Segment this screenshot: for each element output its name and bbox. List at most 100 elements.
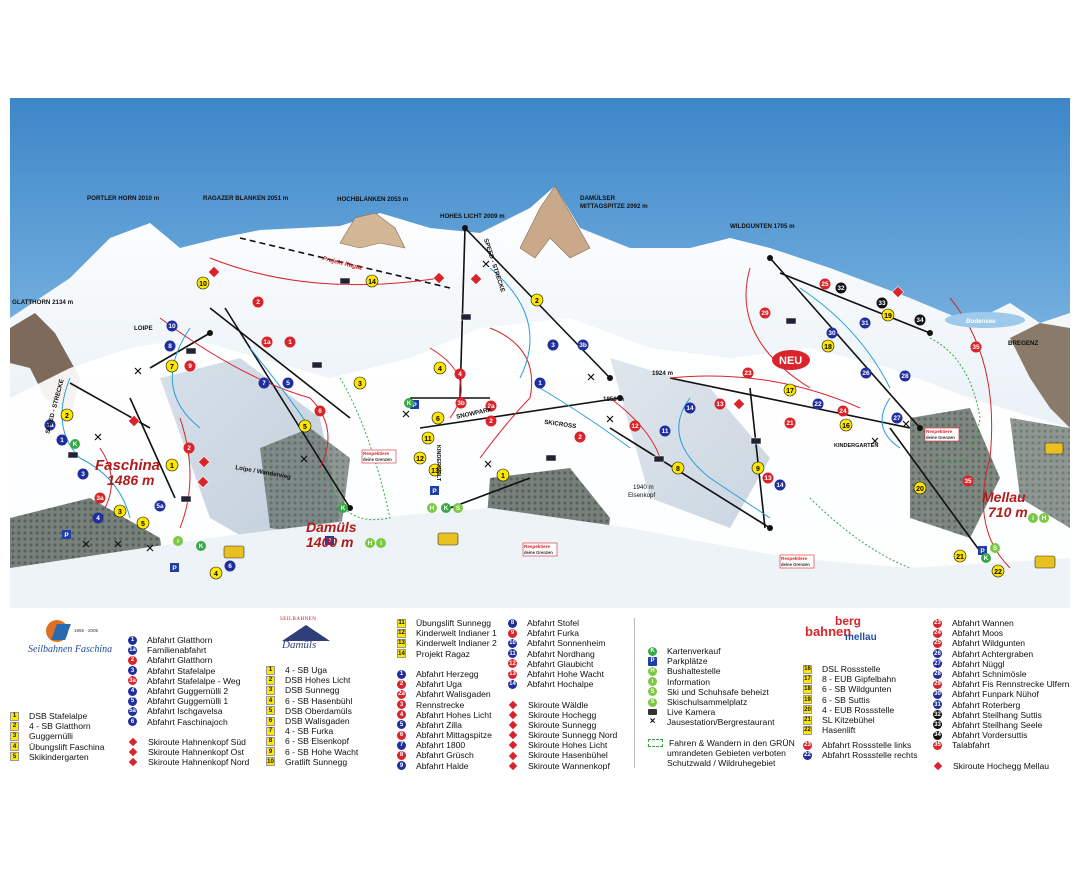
run-marker: 11: [508, 649, 517, 659]
ski-area-panorama-map: 10 14 2 4 3 5 6 11 12 13 1 8 9 18 19 17 …: [10, 98, 1070, 608]
lift-marker: 2: [266, 675, 275, 685]
svg-text:13: 13: [716, 401, 724, 408]
legend-text: 4 - EUB Rossstelle: [822, 704, 895, 715]
legend-text: Übungslift Faschina: [29, 741, 105, 752]
legend-text: Skiroute Sunnegg: [528, 719, 597, 730]
route-diamond: [508, 710, 518, 720]
svg-text:3: 3: [358, 381, 362, 388]
altitude-1940: 1940 m: [633, 484, 654, 491]
lift-marker: 13: [397, 638, 406, 648]
run-marker: 9: [508, 628, 517, 638]
svg-text:K: K: [407, 400, 412, 407]
legend-row: Skiroute Hochegg Mellau: [933, 761, 1070, 771]
legend-text: DSB Stafelalpe: [29, 711, 88, 721]
legend-text: Abfahrt Glaubicht: [527, 658, 594, 669]
svg-text:P: P: [327, 538, 332, 545]
run-marker: 28: [933, 669, 942, 679]
lift-marker: 16: [803, 664, 812, 674]
peak-label-ragazer-blanken: RAGAZER BLANKEN 2051 m: [203, 195, 289, 202]
svg-text:29: 29: [761, 310, 769, 317]
legend-text: Skiroute Hasenbühel: [528, 750, 608, 761]
legend-row: Fahren & Wandern in den GRÜN: [648, 738, 795, 748]
legend-text: Abfahrt Roterberg: [952, 699, 1021, 710]
faschina-logo-years: 1955 · 2005: [74, 628, 99, 633]
legend-row: 2 Abfahrt Glatthorn: [128, 655, 249, 665]
legend-text: umrandeten Gebieten verboten: [667, 747, 786, 758]
red-run-markers: 9 2 1a 1 6 4 3b 2 2a 2 12 13 23 29 25 24…: [94, 278, 982, 504]
bregenz-label: BREGENZ: [1008, 340, 1039, 347]
svg-text:i: i: [1032, 515, 1034, 522]
legend-text: Talabfahrt: [952, 740, 990, 751]
respekt-signs: [361, 427, 960, 569]
svg-text:32: 32: [837, 285, 845, 292]
peak-label-mittagspitze: MITTAGSPITZE 2092 m: [580, 203, 648, 210]
svg-text:3b: 3b: [579, 342, 587, 349]
legend-text: Abfahrt Uga: [416, 679, 462, 690]
legend-text: Abfahrt Sonnenheim: [527, 638, 606, 649]
black-run-markers: 32 33 34: [835, 282, 926, 326]
svg-text:2: 2: [187, 445, 191, 452]
legend-text: Kinderwelt Indianer 2: [416, 638, 497, 649]
legend-row: Live Kamera: [648, 707, 795, 717]
respekt-sign-subtext: deine Grenzen: [926, 435, 955, 440]
town-name: Damüls: [306, 519, 357, 535]
gondola-cabins: [67, 277, 797, 503]
altitude-1924: 1924 m: [652, 370, 673, 377]
legend-text: Abfahrt Glatthorn: [147, 655, 213, 666]
svg-text:1a: 1a: [263, 339, 271, 346]
lift-marker: 21: [803, 715, 812, 725]
legend-text: Abfahrt Stafelalpe: [147, 665, 216, 676]
faschina-logo-text: Seilbahnen Faschina: [28, 644, 113, 655]
svg-text:3: 3: [551, 342, 555, 349]
svg-text:12: 12: [416, 456, 424, 463]
route-diamond: [508, 741, 518, 750]
svg-text:4: 4: [458, 371, 462, 378]
blue-runs: [61, 267, 901, 519]
legend-text: 6 - SB Hohe Wacht: [285, 746, 359, 757]
svg-text:7: 7: [170, 364, 174, 371]
svg-text:1: 1: [60, 437, 64, 444]
legend-text: Abfahrt Guggernülli 2: [147, 685, 229, 696]
run-marker: 23: [933, 618, 942, 628]
kindergarten-label: KINDERGARTEN: [834, 443, 879, 449]
svg-text:8: 8: [676, 466, 680, 473]
run-marker: 2: [128, 655, 137, 665]
peak-label-wildgunten: WILDGUNTEN 1705 m: [730, 223, 795, 230]
svg-text:22: 22: [994, 569, 1002, 576]
legend-text: Skiroute Hahnenkopf Ost: [148, 747, 245, 758]
peak-label-hohes-licht: HOHES LICHT 2009 m: [440, 213, 505, 220]
legend-text: 6 - SB Hasenbühl: [285, 695, 353, 706]
legend-text: Abfahrt Steilhang Seele: [952, 719, 1043, 730]
legend-text: 8 - EUB Gipfelbahn: [822, 674, 897, 685]
svg-text:4: 4: [214, 571, 218, 578]
peak-label-glatthorn: GLATTHORN 2134 m: [12, 299, 74, 306]
run-marker: 8: [397, 751, 406, 761]
svg-text:5: 5: [303, 424, 307, 431]
run-marker: 2a: [397, 689, 406, 699]
legend-text: Abfahrt Ischgavelsa: [147, 706, 223, 717]
